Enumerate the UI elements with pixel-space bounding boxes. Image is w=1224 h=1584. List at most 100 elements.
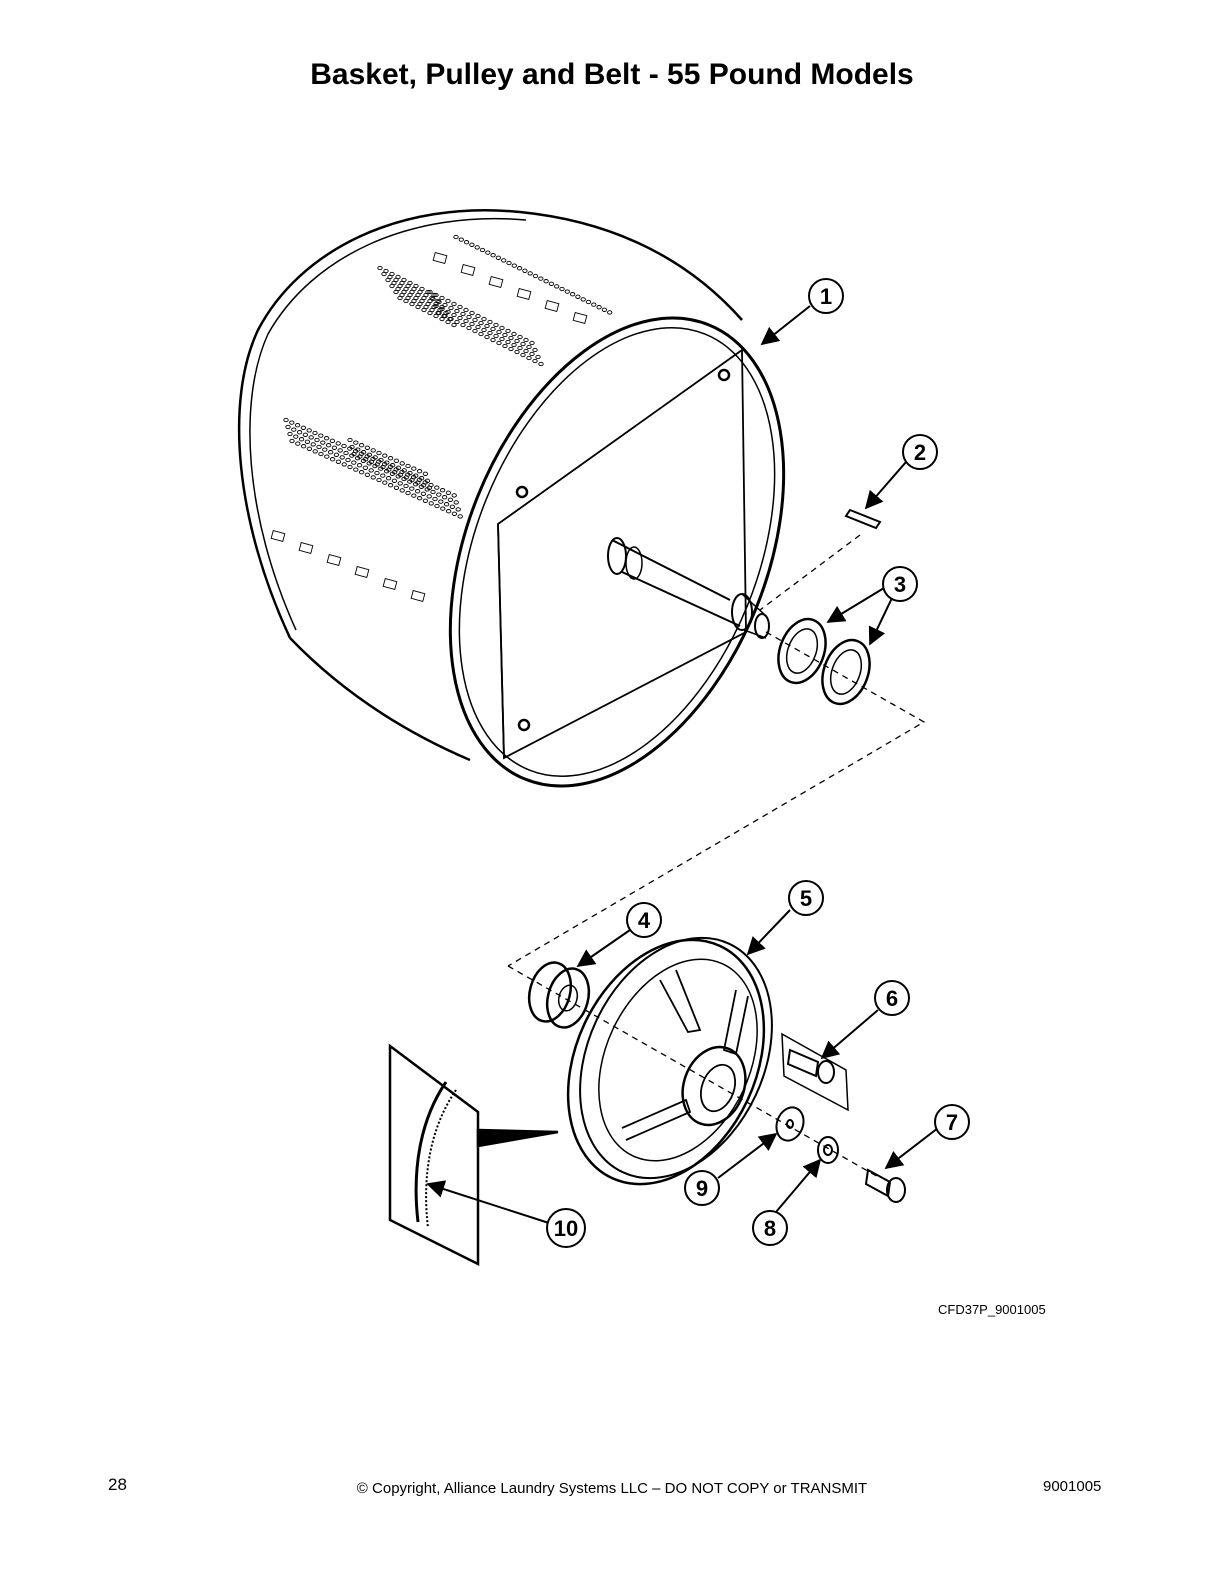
callout-label: 2 — [914, 440, 926, 465]
perforation-hole — [385, 277, 391, 283]
perforation-hole — [327, 450, 334, 455]
perforation-hole — [463, 307, 469, 313]
perforation-hole — [505, 328, 511, 334]
perforation-hole — [360, 450, 367, 455]
taper-bushing — [527, 961, 591, 1029]
perforation-hole — [380, 464, 386, 470]
perforation-hole — [548, 281, 555, 286]
perforation-hole — [559, 286, 565, 292]
perforation-hole — [543, 279, 549, 284]
perforation-hole — [370, 448, 376, 453]
perforation-hole — [460, 322, 466, 328]
perforation-hole — [397, 472, 404, 477]
perforation-hole — [364, 472, 371, 477]
perforation-hole — [358, 470, 365, 475]
perforation-hole — [302, 432, 309, 437]
perforation-hole — [353, 440, 359, 445]
perforation-hole — [372, 455, 378, 460]
callout-7: 7 — [934, 1104, 970, 1140]
basket-slot — [572, 312, 588, 324]
perforation-hole — [349, 444, 355, 450]
perforation-hole — [458, 237, 464, 242]
perforation-hole — [538, 276, 544, 281]
perforation-hole — [445, 319, 451, 325]
callout-5: 5 — [788, 880, 824, 916]
pulley — [566, 936, 773, 1186]
perforation-hole — [511, 263, 517, 268]
perforation-hole — [439, 488, 446, 493]
perforation-hole — [520, 341, 526, 347]
perforation-hole — [485, 250, 491, 255]
perforation-hole — [397, 481, 403, 486]
perforation-hole — [517, 334, 523, 340]
perforation-hole — [501, 258, 507, 263]
perforation-hole — [318, 433, 324, 438]
perforation-hole — [318, 451, 324, 457]
perforation-hole — [426, 485, 433, 490]
page-number: 28 — [108, 1475, 127, 1494]
lock-washer — [817, 1136, 839, 1164]
perforation-hole — [391, 470, 398, 475]
perforation-hole — [457, 304, 463, 310]
perforation-hole — [393, 485, 400, 490]
perforation-hole — [306, 428, 312, 433]
leader-lines — [426, 305, 939, 1225]
perforation-hole — [596, 305, 602, 310]
perforation-hole — [508, 346, 514, 352]
callout-label: 8 — [764, 1216, 776, 1241]
perforation-hole — [294, 423, 301, 428]
perforation-hole — [343, 450, 349, 456]
perforation-hole — [306, 446, 313, 451]
perforation-hole — [314, 437, 320, 443]
perforation-hole — [420, 483, 427, 488]
perforation-hole — [409, 486, 415, 491]
perforation-hole — [454, 319, 460, 325]
perforation-hole — [368, 459, 375, 464]
callout-label: 4 — [638, 908, 651, 933]
perforation-hole — [478, 320, 484, 326]
perforation-hole — [451, 312, 457, 318]
perforation-hole — [347, 464, 353, 470]
perforation-hole — [362, 457, 369, 462]
perforation-hole — [351, 451, 357, 457]
perforation-hole — [358, 443, 365, 448]
perforation-hole — [320, 440, 326, 445]
perforation-hole — [499, 336, 505, 342]
perforation-hole — [380, 473, 386, 478]
perforation-hole — [403, 483, 409, 489]
perforation-hole — [409, 477, 415, 483]
perforation-hole — [416, 469, 423, 474]
basket-perforations — [270, 234, 613, 602]
perforation-hole — [335, 459, 342, 464]
perforation-hole — [463, 318, 469, 324]
perforation-hole — [389, 283, 395, 289]
perforation-hole — [368, 468, 374, 473]
perforation-hole — [607, 310, 613, 315]
perforation-hole — [554, 284, 560, 289]
perforation-hole — [451, 511, 458, 516]
perforation-hole — [405, 463, 411, 469]
perforation-hole — [523, 348, 529, 354]
perforation-hole — [436, 310, 442, 316]
basket-slot — [382, 578, 398, 590]
perforation-hole — [443, 502, 450, 507]
perforation-hole — [532, 273, 539, 279]
perforation-hole — [466, 314, 472, 320]
perforation-hole — [414, 489, 421, 494]
perforation-hole — [428, 501, 434, 506]
callout-4: 4 — [626, 902, 662, 938]
perforation-hole — [569, 292, 576, 297]
perforation-hole — [511, 331, 517, 337]
perforation-hole — [351, 460, 357, 465]
perforation-hole — [409, 301, 415, 307]
perforation-hole — [362, 465, 369, 470]
assembly-centerlines — [507, 534, 926, 1179]
perforation-hole — [401, 468, 407, 473]
perforation-hole — [439, 316, 445, 322]
perforation-hole — [538, 361, 544, 367]
perforation-hole — [421, 307, 427, 313]
perforation-hole — [377, 265, 383, 271]
perforation-hole — [287, 431, 293, 437]
perforation-hole — [424, 478, 431, 483]
perforation-hole — [283, 417, 289, 423]
